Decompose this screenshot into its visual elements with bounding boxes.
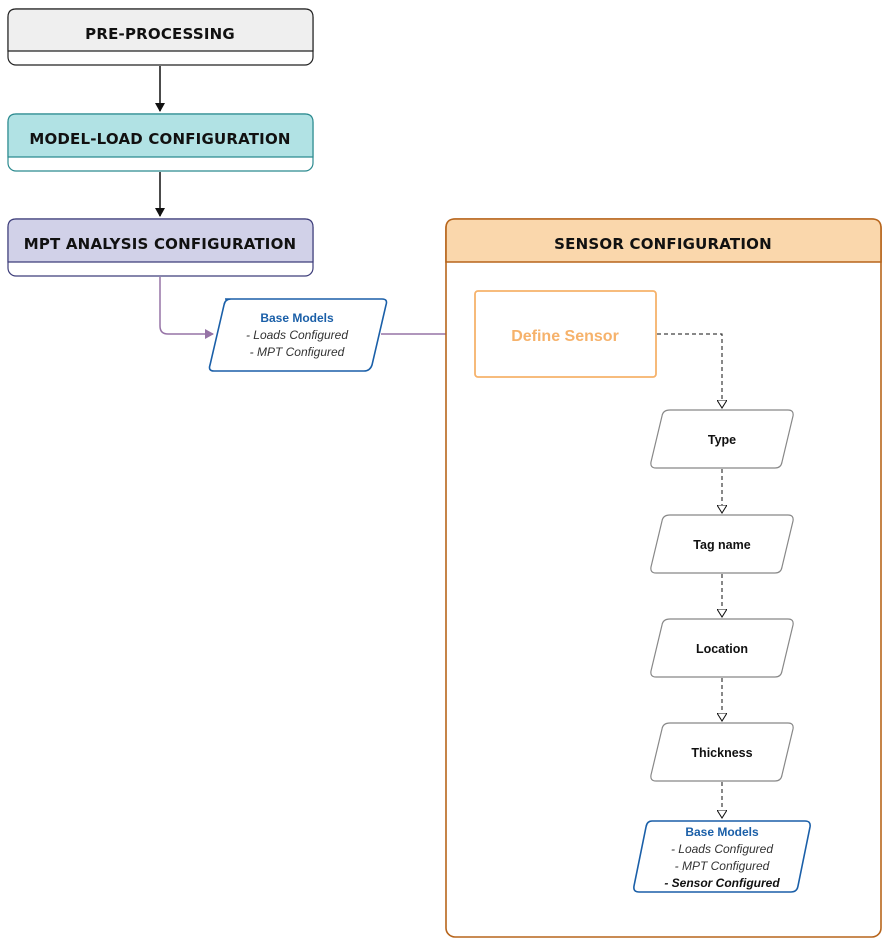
step-location: Location bbox=[650, 618, 794, 678]
arrow-mpt-to-base-models bbox=[159, 277, 214, 339]
define-sensor-label: Define Sensor bbox=[511, 328, 619, 345]
step-thickness: Thickness bbox=[650, 722, 794, 782]
stage-pre-processing: PRE-PROCESSING bbox=[7, 8, 314, 66]
arrow-define-sensor-to-type bbox=[657, 333, 722, 408]
step-label: Thickness bbox=[691, 746, 752, 760]
output-title: Base Models bbox=[685, 825, 759, 839]
step-label: Type bbox=[708, 433, 736, 447]
output-line-highlight: - Sensor Configured bbox=[664, 876, 780, 890]
step-label: Location bbox=[696, 642, 748, 656]
step-tag-name: Tag name bbox=[650, 514, 794, 574]
sensor-configuration-title: SENSOR CONFIGURATION bbox=[554, 235, 772, 253]
stage-title: MPT ANALYSIS CONFIGURATION bbox=[24, 235, 297, 253]
base-models-output: Base Models - Loads Configured - MPT Con… bbox=[633, 820, 811, 893]
step-label: Tag name bbox=[693, 538, 750, 552]
stage-title: MODEL-LOAD CONFIGURATION bbox=[29, 130, 290, 148]
base-models-line: - MPT Configured bbox=[250, 345, 345, 359]
output-line: - Loads Configured bbox=[671, 842, 773, 856]
output-line: - MPT Configured bbox=[675, 859, 770, 873]
base-models-line: - Loads Configured bbox=[246, 328, 348, 342]
step-type: Type bbox=[650, 409, 794, 469]
base-models-input: Base Models - Loads Configured - MPT Con… bbox=[208, 298, 388, 372]
stage-mpt-analysis-configuration: MPT ANALYSIS CONFIGURATION bbox=[7, 218, 314, 277]
base-models-title: Base Models bbox=[260, 311, 334, 325]
define-sensor-box: Define Sensor bbox=[474, 290, 657, 378]
stage-model-load-configuration: MODEL-LOAD CONFIGURATION bbox=[7, 113, 314, 172]
stage-title: PRE-PROCESSING bbox=[85, 25, 235, 43]
